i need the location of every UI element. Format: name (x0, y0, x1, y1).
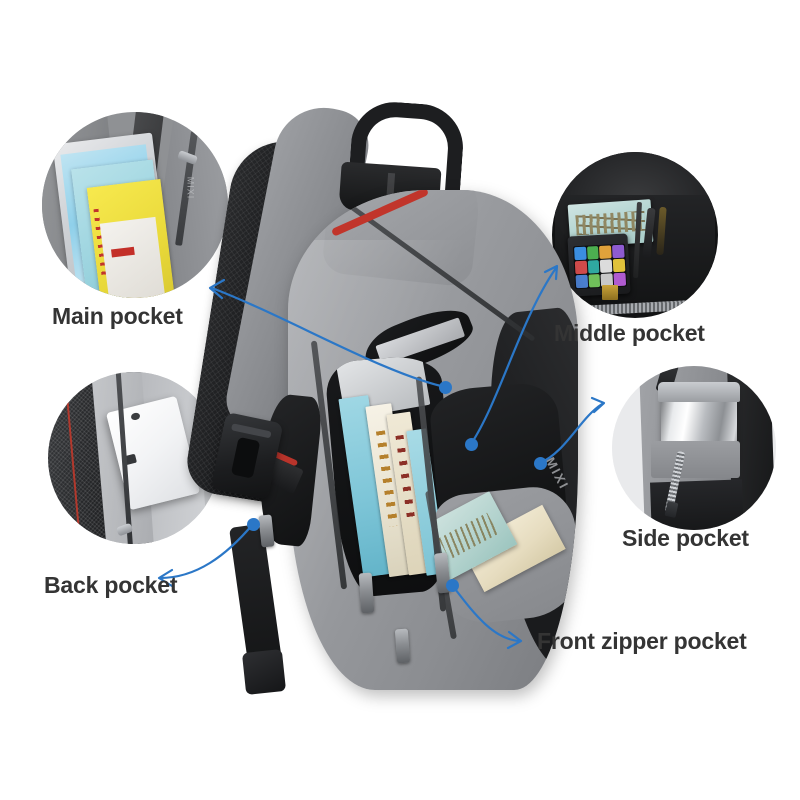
callout-label-front-zipper-pocket: Front zipper pocket (537, 628, 747, 654)
callout-label-main-pocket: Main pocket (52, 303, 183, 329)
callout-dot-middle-pocket (465, 438, 478, 451)
zipper-pull (358, 572, 375, 614)
bottom-buckle (241, 649, 287, 695)
zipper-pull (394, 628, 411, 664)
bag-body: MIXI (288, 190, 578, 690)
detail-circle-middle-pocket (552, 152, 718, 318)
detail-circle-main-pocket: MIXI (42, 112, 228, 298)
callout-dot-side-pocket (534, 457, 547, 470)
callout-dot-back-pocket (247, 518, 260, 531)
front-zipper-pocket-opening (431, 483, 578, 627)
callout-dot-front-zipper-pocket (446, 579, 459, 592)
callout-label-side-pocket: Side pocket (622, 525, 749, 551)
callout-label-back-pocket: Back pocket (44, 572, 178, 598)
detail-circle-back-pocket (48, 372, 220, 544)
detail-circle-side-pocket (612, 366, 776, 530)
callout-dot-main-pocket (439, 381, 452, 394)
callout-label-middle-pocket: Middle pocket (554, 320, 705, 346)
product-image-sling-backpack: MIXI (182, 95, 600, 715)
